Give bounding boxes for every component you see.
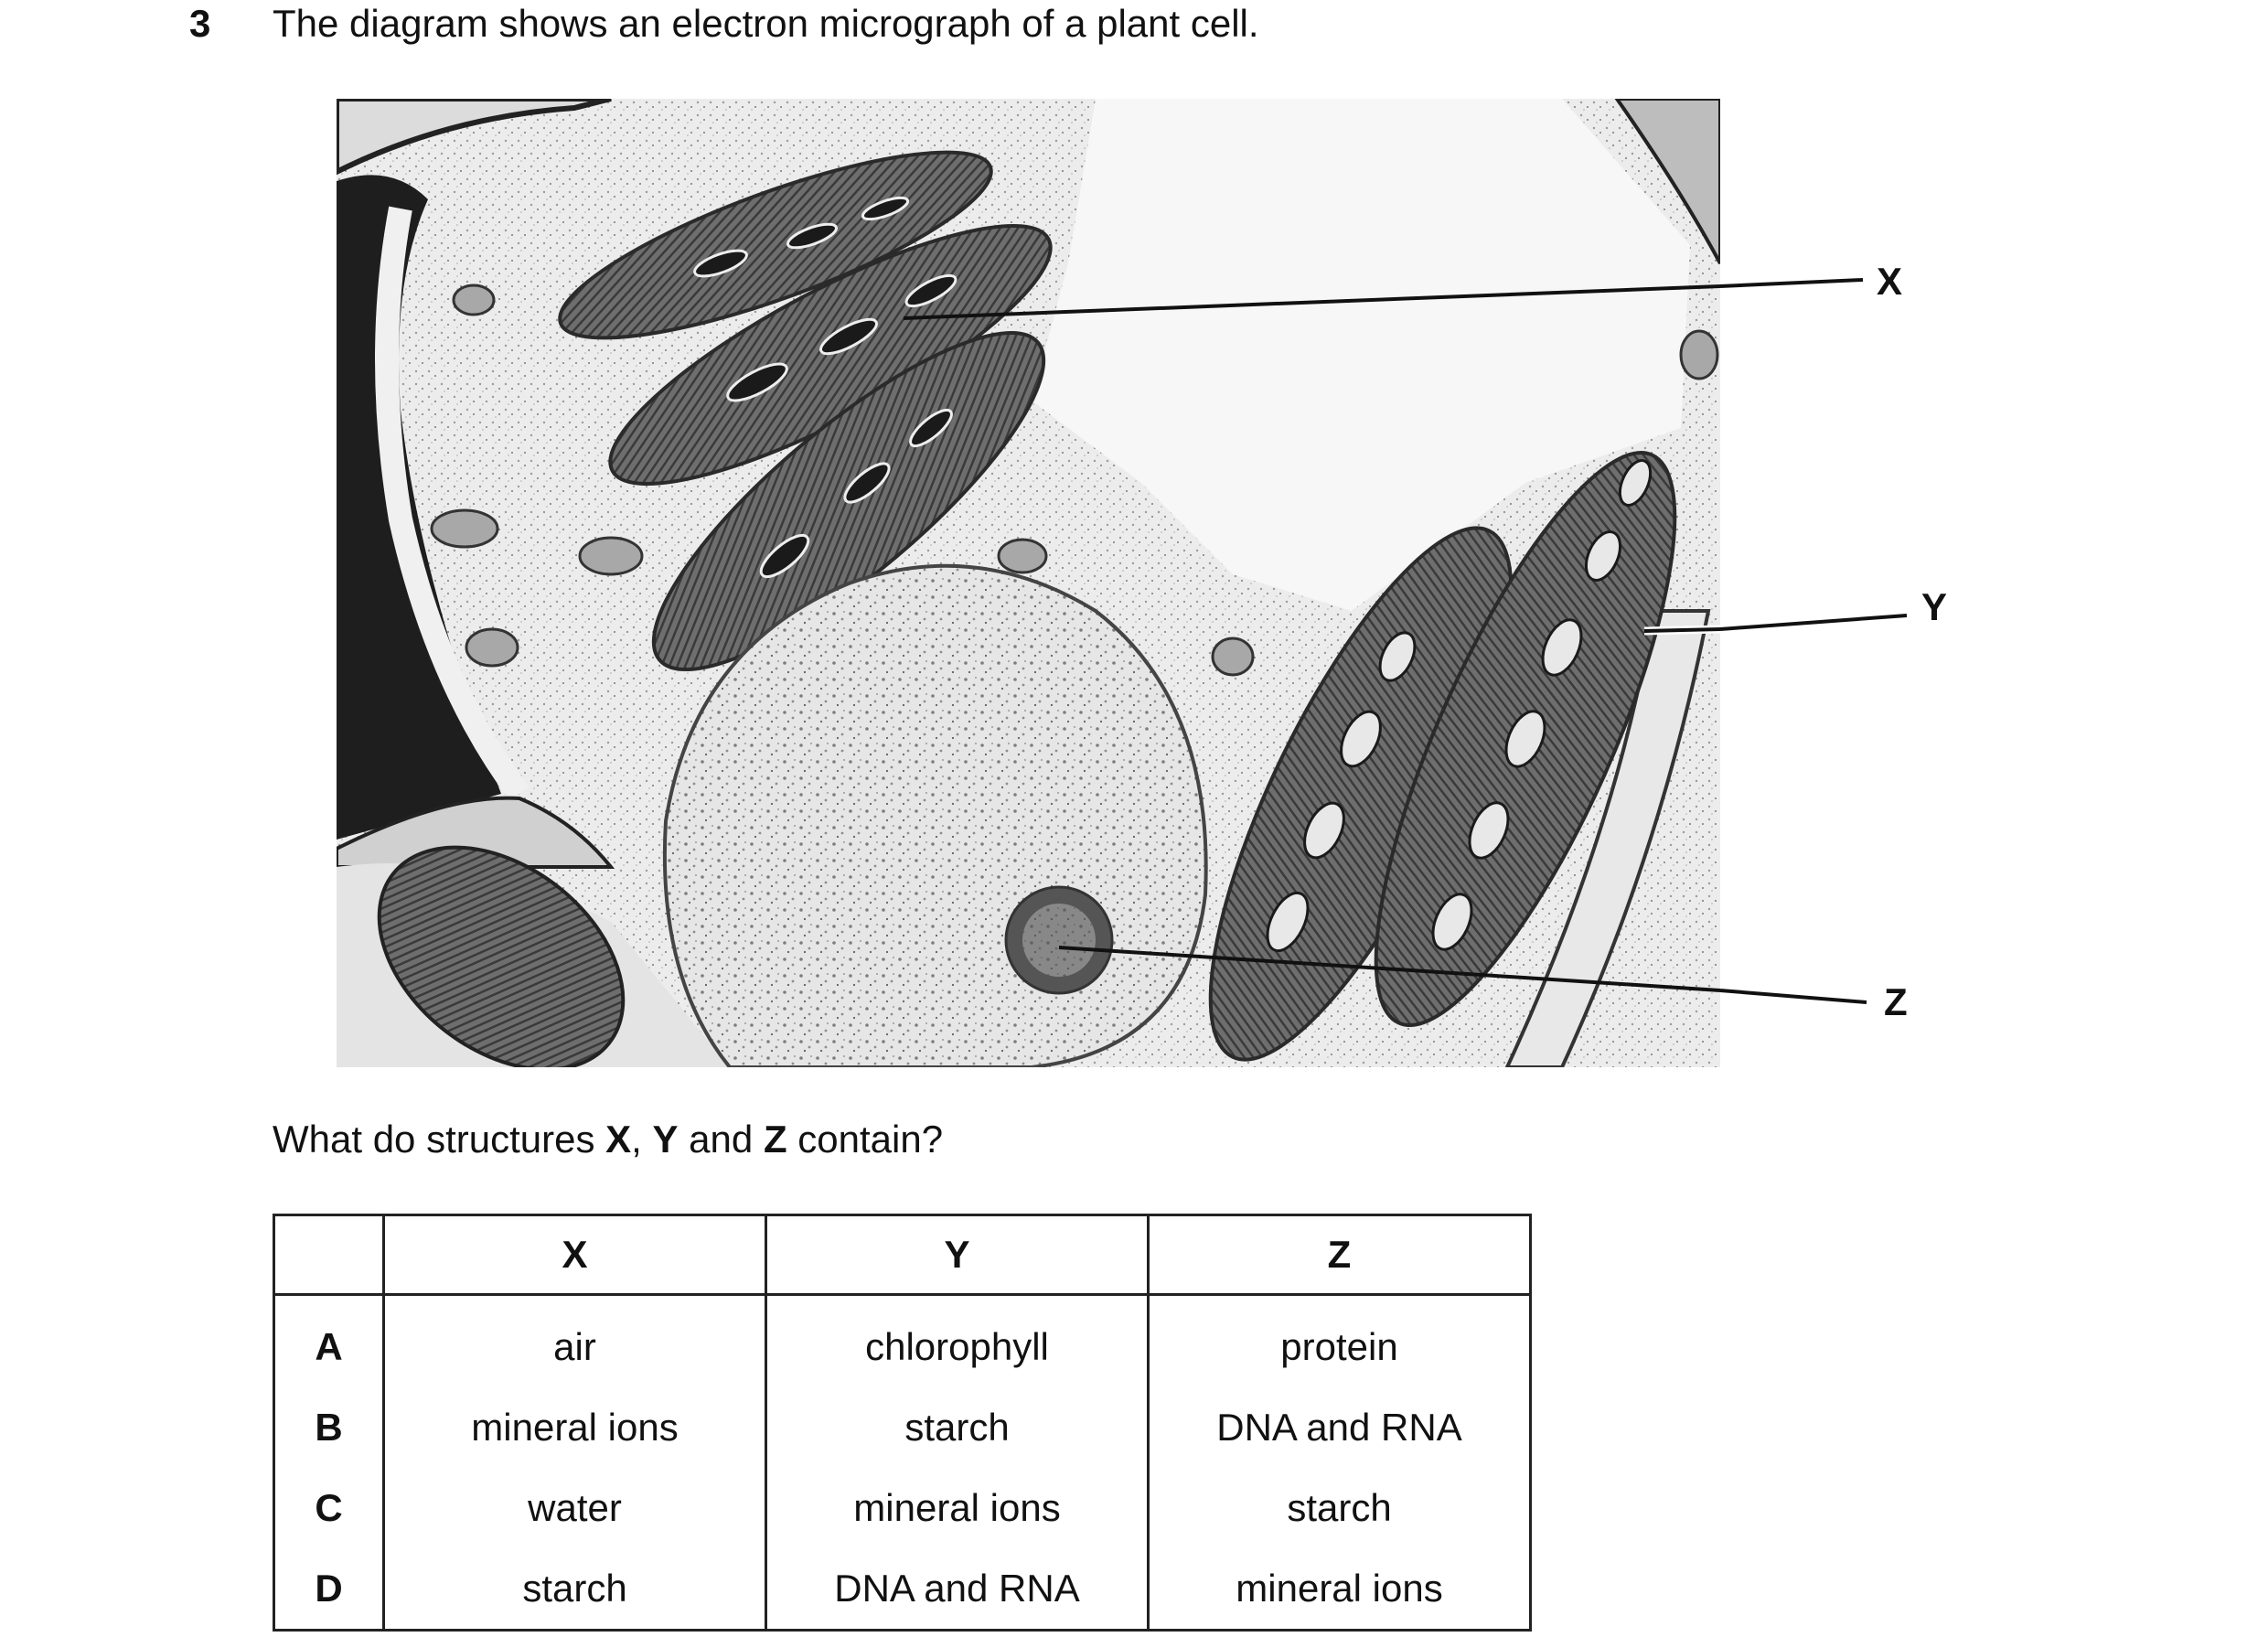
- electron-micrograph: [337, 99, 1908, 1067]
- label-x: X: [1877, 260, 1903, 303]
- answer-table: X Y Z A air chlorophyll protein B minera…: [273, 1214, 1532, 1632]
- table-row[interactable]: D starch DNA and RNA mineral ions: [273, 1548, 1532, 1632]
- option-y: mineral ions: [765, 1468, 1150, 1548]
- label-z: Z: [1884, 980, 1908, 1023]
- table-header-row: X Y Z: [273, 1214, 1532, 1296]
- question-number: 3: [189, 2, 211, 45]
- option-letter: D: [273, 1548, 385, 1632]
- option-z: starch: [1147, 1468, 1532, 1548]
- header-z: Z: [1147, 1214, 1532, 1296]
- option-x: air: [382, 1294, 767, 1387]
- option-letter: C: [273, 1468, 385, 1548]
- option-z: protein: [1147, 1294, 1532, 1387]
- option-letter: B: [273, 1387, 385, 1468]
- option-z: mineral ions: [1147, 1548, 1532, 1632]
- option-x: water: [382, 1468, 767, 1548]
- question-text: The diagram shows an electron micrograph…: [273, 2, 1259, 45]
- option-z: DNA and RNA: [1147, 1387, 1532, 1468]
- option-y: starch: [765, 1387, 1150, 1468]
- table-row[interactable]: A air chlorophyll protein: [273, 1294, 1532, 1387]
- option-y: DNA and RNA: [765, 1548, 1150, 1632]
- option-x: mineral ions: [382, 1387, 767, 1468]
- option-y: chlorophyll: [765, 1294, 1150, 1387]
- table-row[interactable]: B mineral ions starch DNA and RNA: [273, 1387, 1532, 1468]
- label-y: Y: [1921, 585, 1948, 628]
- header-x: X: [382, 1214, 767, 1296]
- option-x: starch: [382, 1548, 767, 1632]
- table-row[interactable]: C water mineral ions starch: [273, 1468, 1532, 1548]
- option-letter: A: [273, 1294, 385, 1387]
- question-prompt: What do structures X, Y and Z contain?: [273, 1118, 944, 1161]
- header-blank: [273, 1214, 385, 1296]
- header-y: Y: [765, 1214, 1150, 1296]
